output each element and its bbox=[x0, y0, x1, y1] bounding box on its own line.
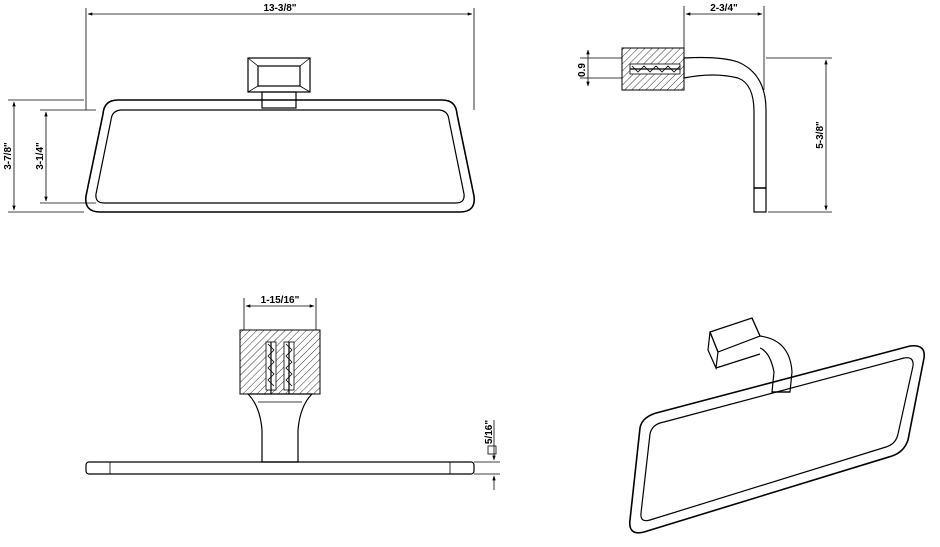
iso-ring-outer bbox=[628, 344, 926, 534]
inner-height-label: 3-1/4" bbox=[35, 142, 46, 170]
bottom-anchor-screw-right bbox=[283, 341, 295, 394]
front-ring-outer bbox=[84, 99, 476, 213]
overall-width-label: 13-3/8" bbox=[263, 3, 296, 14]
mount-height-label: 0.9 bbox=[577, 63, 588, 77]
iso-ring-inner bbox=[640, 357, 914, 522]
base-width-label: 1-15/16" bbox=[261, 295, 300, 306]
bar-section-label: 5/16" bbox=[484, 420, 495, 444]
side-anchor-screw bbox=[629, 63, 681, 75]
overall-height-label: 3-7/8" bbox=[3, 142, 14, 170]
projection-label: 2-3/4" bbox=[710, 3, 738, 14]
bottom-anchor-screw-left bbox=[265, 341, 277, 394]
side-view: 2-3/4" 0.9 5-3/8" bbox=[577, 3, 832, 213]
drop-label: 5-3/8" bbox=[815, 121, 826, 149]
isometric-view bbox=[628, 317, 926, 534]
bottom-wall-block bbox=[239, 329, 321, 395]
front-view: 13-3/8" 3-7/8" 3-1/4" bbox=[3, 3, 476, 213]
bottom-neck bbox=[246, 393, 314, 463]
side-arm bbox=[683, 56, 767, 189]
front-ring-inner bbox=[95, 109, 465, 204]
iso-mount-bracket bbox=[709, 317, 761, 353]
bottom-bar bbox=[85, 461, 475, 475]
bottom-view: 1-15/16" 5/16" bbox=[85, 295, 500, 490]
